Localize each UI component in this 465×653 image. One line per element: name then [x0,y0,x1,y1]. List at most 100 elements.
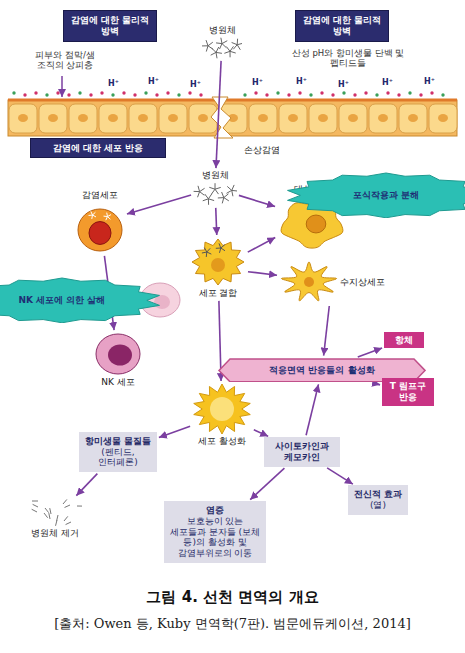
node-text: 염증 [169,505,261,516]
epithelial-cell [369,104,397,133]
pathogen-stroke [221,38,222,44]
outcome-box: T 림프구 반응 [382,378,434,406]
cell-nucleus [304,277,314,287]
binding-cell: 세포 결합 [190,237,246,299]
epithelial-cell [309,104,337,133]
flow-arrow [248,272,277,276]
antimicrobial-dot [419,93,422,96]
node-text: (펜티드, 인터페론) [84,447,152,469]
antimicrobial-dot [430,91,433,94]
node-text: 적응면역 반응들의 활성화 [234,365,410,376]
barrier-heading: 감염에 대한 물리적 방벽 [63,10,157,42]
flow-arrow [248,238,275,253]
epithelial-cell [99,104,127,133]
flow-arrow [239,195,275,206]
ion-label: H⁺ [296,77,307,87]
pathogen-stroke [212,48,216,52]
epithelial-cell [399,104,427,133]
epithelial-nucleus [18,114,28,122]
process-box: 염증보호능이 있는 세포들과 분자들 (보체 등)의 활성화 및 감염부위로의 … [164,501,266,563]
node-text: 감염에 대한 물리적 방벽 [302,15,382,37]
process-burst: NK 세포에 의한 살해 [0,277,163,324]
pathogen-stroke [200,188,205,191]
antimicrobial-dot [320,91,323,94]
flow-arrow [306,384,318,435]
pathogen-stroke [216,52,222,54]
epithelial-nucleus [138,114,148,122]
epithelium-layer [8,97,457,138]
ion-label: H⁺ [148,77,159,87]
debris-stroke [65,505,70,507]
flow-arrow [250,468,284,499]
pathogen-stroke [215,189,218,194]
pathogen-stroke [206,40,208,46]
pathogen-stroke [233,45,237,50]
debris-stroke [44,513,48,518]
antimicrobial-dot [408,91,411,94]
process-box: 항미생물 물질들(펜티드, 인터페론) [79,432,157,472]
debris-stroke [56,520,57,526]
pathogen-stroke [216,47,219,52]
pathogen-stroke [226,190,231,193]
infected-cell: 감염세포 [75,190,125,254]
flow-arrow [127,195,191,214]
antimicrobial-dot [111,93,114,96]
pathogen-stroke [226,46,230,51]
cell-drawing [94,332,142,376]
antimicrobial-dot [375,93,378,96]
pathogen-stroke [215,187,221,189]
antimicrobial-dot [155,93,158,96]
pathogen-stroke [222,43,226,47]
process-box: 사이토카인과 케모카인 [264,437,340,467]
pathogen-stroke [208,42,213,46]
flow-arrow [327,468,353,484]
epithelial-nucleus [408,114,418,122]
antimicrobial-dot [45,93,48,96]
cell-drawing [75,202,125,254]
antimicrobial-dot [67,93,70,96]
nk-cell: NK 세포 [94,332,142,388]
process-box: 전신적 효과(열) [348,485,408,515]
pathogen-stroke [108,214,111,216]
cell-core [210,397,234,421]
pathogen-stroke [206,252,208,257]
cell-nucleus [89,221,111,244]
pathogen-stroke [198,186,200,192]
antimicrobial-dot [386,91,389,94]
pathogen-stroke [106,216,108,220]
node-text: 감염에 대한 세포 반응 [37,143,159,154]
epithelial-cell [39,104,67,133]
node-text: 사이토카인과 케모카인 [269,441,335,463]
pathogen-stroke [200,191,205,195]
pathogen-stroke [230,46,233,51]
epithelial-cell [249,104,277,133]
pathogen-stroke [219,243,221,248]
pathogen-stroke [237,39,238,45]
epithelium-surface [8,99,457,102]
cell-nucleus [108,345,132,366]
pathogen-stroke [224,51,230,53]
cell-drawing [190,237,246,287]
pathogen-stroke [204,248,206,252]
pathogen-stroke [211,52,216,55]
antimicrobial-dot [265,93,268,96]
epithelial-nucleus [168,114,178,122]
edge-label: 손상감염 [242,144,282,157]
cell-label: 세포 결합 [199,288,238,299]
node-text: 포식작용과 분해 [302,190,465,201]
section-heading: 감염에 대한 세포 반응 [30,138,166,159]
burst-shape [0,278,159,323]
epithelial-cell [159,104,187,133]
cell-drawing [193,182,237,206]
cell-body [96,334,140,374]
debris-stroke [33,504,38,507]
antimicrobial-dot [342,91,345,94]
cell-label: 병원체 [202,170,229,181]
antimicrobial-dot [364,91,367,94]
debris-stroke [64,516,68,521]
debris-stroke [50,508,51,514]
node-text: 항미생물 물질들 [84,436,152,447]
flow-arrow [76,474,97,496]
cell-label: 병원체 제거 [31,528,79,539]
